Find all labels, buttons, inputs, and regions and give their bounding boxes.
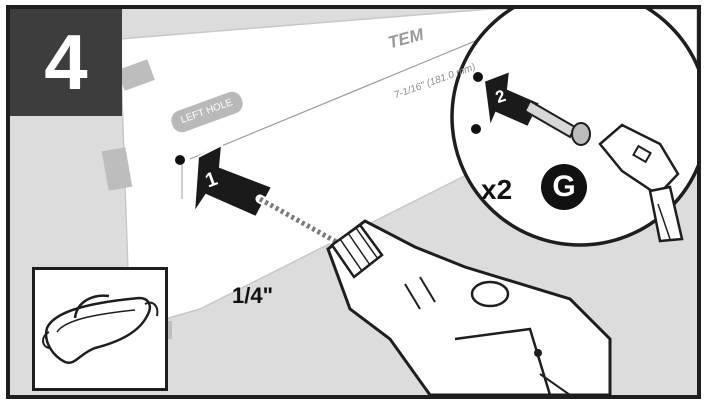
wall-anchor-icon — [523, 99, 591, 146]
power-drill-icon — [326, 219, 612, 395]
inset-hole-top — [473, 72, 483, 82]
safety-glasses-panel — [32, 267, 168, 391]
dimension-line — [189, 38, 481, 160]
step-number-box: 4 — [10, 9, 122, 116]
step-number: 4 — [44, 18, 88, 106]
left-hole-marker — [175, 155, 185, 165]
hammer-icon — [598, 123, 684, 243]
inset-hole-bottom — [471, 124, 481, 134]
drill-bit-size-label: 1/4" — [232, 283, 274, 308]
illustration-canvas — [101, 9, 697, 395]
hardware-quantity: x2 — [481, 174, 513, 205]
tape-piece-left — [101, 147, 133, 191]
hardware-part-badge: G — [541, 164, 587, 210]
safety-glasses-icon — [42, 294, 159, 365]
tape-piece-top — [117, 59, 155, 91]
instruction-panel: 4 TEM LEFT HOLE 7-1/16" (181.0 mm) 1 2 1… — [6, 5, 701, 399]
drill-bit-outline — [255, 194, 345, 249]
